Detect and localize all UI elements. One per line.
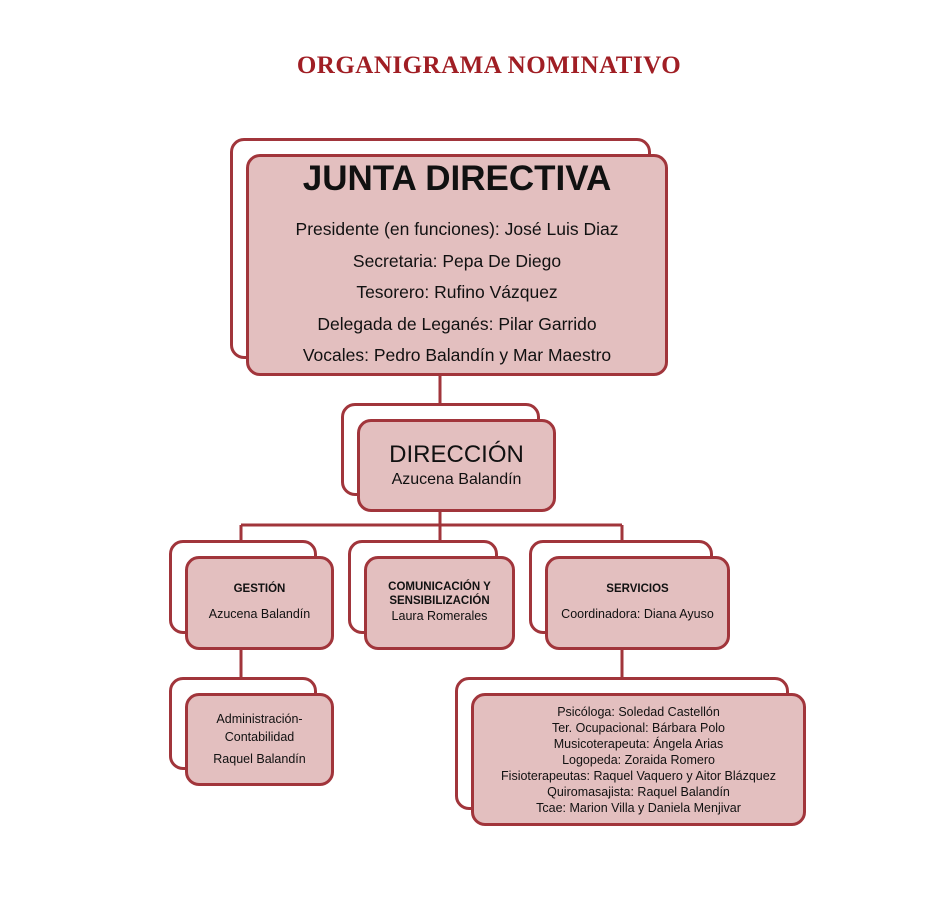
administracion-name: Raquel Balandín bbox=[213, 752, 306, 767]
page-title: ORGANIGRAMA NOMINATIVO bbox=[296, 52, 682, 79]
administracion-box: Administración- Contabilidad Raquel Bala… bbox=[185, 693, 334, 786]
direccion-title: DIRECCIÓN bbox=[389, 440, 524, 468]
servicios-coordinator: Coordinadora: Diana Ayuso bbox=[561, 607, 714, 622]
gestion-box: GESTIÓN Azucena Balandín bbox=[185, 556, 334, 650]
comunicacion-box: COMUNICACIÓN Y SENSIBILIZACIÓN Laura Rom… bbox=[364, 556, 515, 650]
junta-line: Secretaria: Pepa De Diego bbox=[352, 250, 562, 271]
direccion-box: DIRECCIÓN Azucena Balandín bbox=[357, 419, 556, 512]
staff-item: Fisioterapeutas: Raquel Vaquero y Aitor … bbox=[501, 768, 776, 783]
servicios-box: SERVICIOS Coordinadora: Diana Ayuso bbox=[545, 556, 730, 650]
junta-line: Vocales: Pedro Balandín y Mar Maestro bbox=[302, 345, 612, 366]
servicios-staff-box: Psicóloga: Soledad Castellón Ter. Ocupac… bbox=[471, 693, 806, 826]
servicios-title: SERVICIOS bbox=[606, 583, 669, 596]
staff-item: Tcae: Marion Villa y Daniela Menjivar bbox=[536, 800, 741, 815]
gestion-name: Azucena Balandín bbox=[208, 607, 311, 622]
comunicacion-name: Laura Romerales bbox=[391, 608, 488, 623]
junta-line: Presidente (en funciones): José Luis Dia… bbox=[295, 219, 619, 240]
junta-line: Tesorero: Rufino Vázquez bbox=[356, 282, 558, 303]
comunicacion-title: SENSIBILIZACIÓN bbox=[389, 595, 490, 608]
administracion-title: Contabilidad bbox=[224, 729, 295, 744]
gestion-title: GESTIÓN bbox=[233, 583, 286, 596]
comunicacion-title: COMUNICACIÓN Y bbox=[388, 581, 491, 594]
staff-item: Logopeda: Zoraida Romero bbox=[562, 752, 715, 767]
staff-item: Quiromasajista: Raquel Balandín bbox=[547, 784, 730, 799]
staff-item: Ter. Ocupacional: Bárbara Polo bbox=[551, 720, 726, 735]
direccion-name: Azucena Balandín bbox=[391, 470, 522, 488]
junta-title: JUNTA DIRECTIVA bbox=[302, 159, 612, 199]
staff-item: Musicoterapeuta: Ángela Arias bbox=[553, 736, 724, 751]
staff-item: Psicóloga: Soledad Castellón bbox=[557, 704, 720, 719]
junta-directiva-box: JUNTA DIRECTIVA Presidente (en funciones… bbox=[246, 154, 668, 376]
administracion-title: Administración- bbox=[216, 712, 303, 727]
junta-line: Delegada de Leganés: Pilar Garrido bbox=[317, 313, 597, 334]
